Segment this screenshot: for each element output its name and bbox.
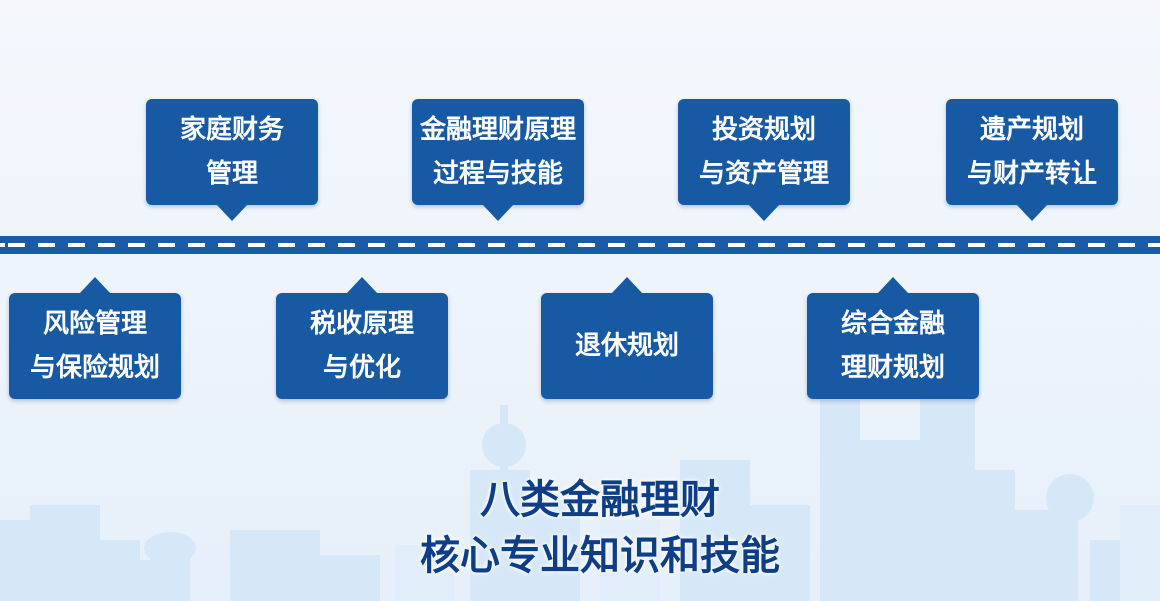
- diagram-title: 八类金融理财 核心专业知识和技能: [380, 472, 820, 584]
- card-comprehensive-planning: 综合金融 理财规划: [807, 277, 979, 399]
- card-line: 遗产规划: [979, 115, 1084, 145]
- building: [975, 470, 1015, 601]
- building: [100, 540, 140, 601]
- pointer-down: [216, 204, 248, 221]
- card-line: 投资规划: [711, 115, 816, 145]
- card-line: 与资产管理: [698, 159, 829, 189]
- building: [860, 440, 920, 601]
- building: [1062, 498, 1078, 601]
- card-line: 金融理财原理: [419, 115, 576, 145]
- building: [1015, 510, 1065, 601]
- title-line-1: 八类金融理财: [480, 477, 720, 523]
- card-line: 与保险规划: [29, 353, 160, 383]
- card-family-finance: 家庭财务 管理: [146, 99, 318, 221]
- building: [750, 505, 810, 601]
- timeline-dashes: [0, 243, 1160, 247]
- building: [230, 530, 320, 601]
- card-line: 与财产转让: [966, 159, 1097, 189]
- building: [530, 500, 580, 601]
- building: [30, 505, 100, 601]
- pointer-down: [482, 204, 514, 221]
- building: [470, 470, 530, 601]
- card-line: 退休规划: [574, 331, 679, 361]
- tower-ball: [482, 423, 526, 467]
- building: [395, 545, 455, 601]
- card-line: 综合金融: [840, 309, 945, 339]
- building: [320, 555, 380, 601]
- card-line: 家庭财务: [179, 115, 284, 145]
- pointer-up: [346, 277, 378, 294]
- pointer-down: [1016, 204, 1048, 221]
- building: [600, 520, 660, 601]
- card-line: 管理: [205, 159, 258, 189]
- building: [150, 548, 190, 601]
- building: [820, 400, 860, 601]
- building: [0, 520, 30, 601]
- card-investment-planning: 投资规划 与资产管理: [678, 99, 850, 221]
- card-risk-insurance: 风险管理 与保险规划: [9, 277, 181, 399]
- card-retirement-planning: 退休规划: [541, 277, 713, 399]
- card-line: 过程与技能: [432, 159, 563, 189]
- building: [920, 395, 975, 601]
- building: [680, 460, 750, 601]
- card-estate-planning: 遗产规划 与财产转让: [946, 99, 1118, 221]
- card-tax-planning: 税收原理 与优化: [276, 277, 448, 399]
- card-line: 税收原理: [309, 309, 414, 339]
- card-financial-principles: 金融理财原理 过程与技能: [412, 99, 584, 221]
- pointer-up: [611, 277, 643, 294]
- card-line: 与优化: [322, 353, 401, 383]
- pointer-down: [748, 204, 780, 221]
- pointer-up: [79, 277, 111, 294]
- title-line-2: 核心专业知识和技能: [420, 533, 780, 579]
- card-line: 理财规划: [840, 353, 945, 383]
- card-line: 风险管理: [42, 309, 147, 339]
- pointer-up: [877, 277, 909, 294]
- building: [1120, 505, 1160, 601]
